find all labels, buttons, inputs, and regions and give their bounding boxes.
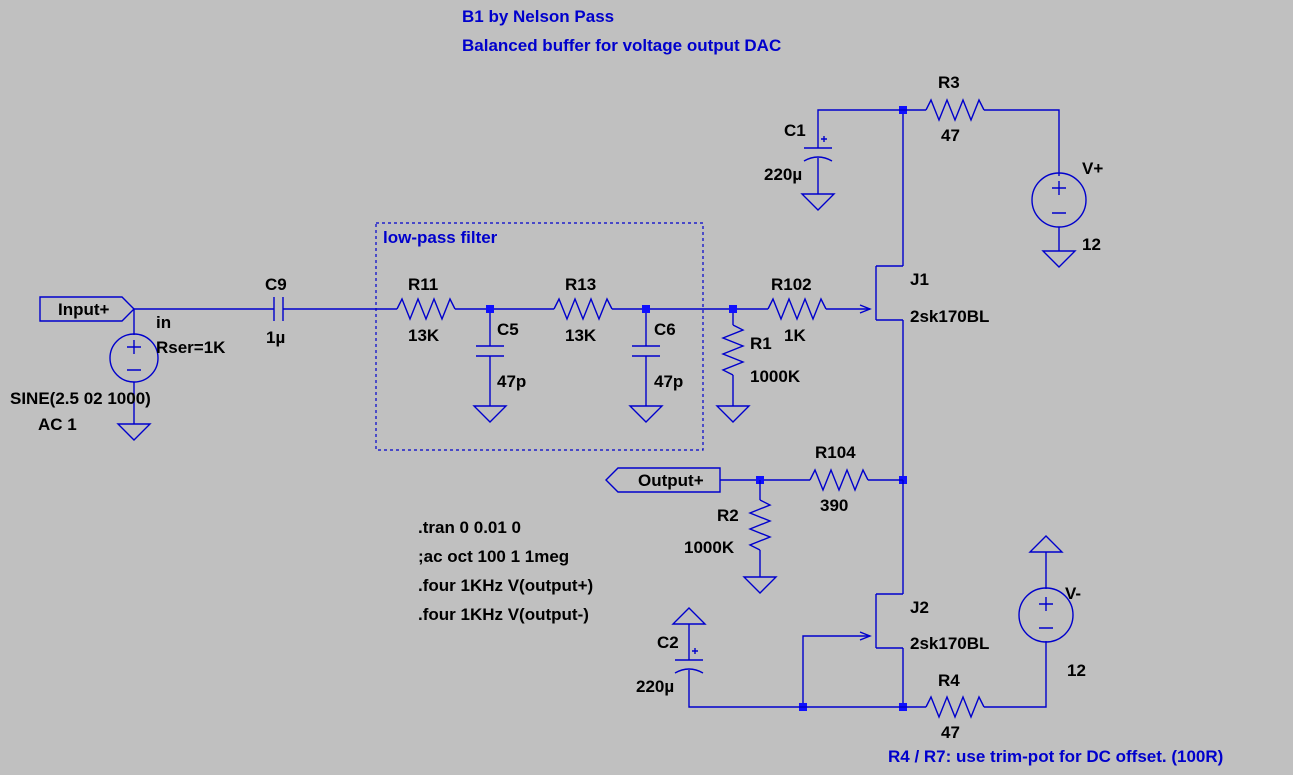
resistor-r11[interactable] — [396, 297, 456, 321]
r3-name: R3 — [938, 73, 960, 92]
node-r1 — [729, 305, 737, 313]
resistor-r2[interactable] — [742, 480, 778, 594]
jfet-j2[interactable] — [802, 593, 903, 707]
vminus-value: 12 — [1067, 661, 1086, 680]
source-spec: SINE(2.5 02 1000) — [10, 389, 151, 408]
resistor-r104[interactable] — [809, 468, 903, 492]
resistor-r3[interactable] — [903, 98, 1060, 176]
r1-value: 1000K — [750, 367, 801, 386]
j2-value: 2sk170BL — [910, 634, 989, 653]
r102-name: R102 — [771, 275, 812, 294]
resistor-r1[interactable] — [715, 309, 751, 423]
capacitor-c9[interactable] — [273, 297, 284, 321]
j2-name: J2 — [910, 598, 929, 617]
r13-value: 13K — [565, 326, 597, 345]
c1-value: 220µ — [764, 165, 802, 184]
c1-name: C1 — [784, 121, 806, 140]
voltage-source-vplus[interactable] — [1031, 172, 1087, 268]
j1-value: 2sk170BL — [910, 307, 989, 326]
resistor-r4[interactable] — [903, 641, 1047, 719]
resistor-r13[interactable] — [553, 297, 613, 321]
r11-name: R11 — [408, 275, 438, 294]
r4-name: R4 — [938, 671, 960, 690]
capacitor-c1[interactable] — [800, 109, 903, 211]
r2-name: R2 — [717, 506, 739, 525]
r104-name: R104 — [815, 443, 856, 462]
c2-value: 220µ — [636, 677, 674, 696]
output-port-label: Output+ — [638, 471, 704, 490]
r104-value: 390 — [820, 496, 848, 515]
r1-name: R1 — [750, 334, 772, 353]
voltage-source-vminus[interactable] — [1018, 535, 1074, 643]
r3-value: 47 — [941, 126, 960, 145]
vminus-name: V- — [1065, 584, 1081, 603]
r102-value: 1K — [784, 326, 806, 345]
capacitor-c2[interactable] — [671, 607, 903, 708]
spice-directives[interactable]: .tran 0 0.01 0 ;ac oct 100 1 1meg .four … — [418, 518, 593, 624]
net-label-in: in — [156, 313, 171, 332]
source-rser: Rser=1K — [156, 338, 226, 357]
vplus-name: V+ — [1082, 159, 1103, 178]
schematic-subtitle: Balanced buffer for voltage output DAC — [462, 36, 781, 55]
c2-name: C2 — [657, 633, 679, 652]
r13-name: R13 — [565, 275, 596, 294]
c6-value: 47p — [654, 372, 683, 391]
j1-name: J1 — [910, 270, 929, 289]
directive-four-minus: .four 1KHz V(output-) — [418, 605, 589, 624]
directive-ac: ;ac oct 100 1 1meg — [418, 547, 569, 566]
r2-value: 1000K — [684, 538, 735, 557]
jfet-j1[interactable] — [859, 265, 903, 321]
c9-value: 1µ — [266, 328, 285, 347]
low-pass-filter-box[interactable]: low-pass filter — [375, 222, 704, 451]
output-port[interactable]: Output+ — [605, 467, 721, 493]
r11-value: 13K — [408, 326, 440, 345]
c9-name: C9 — [265, 275, 287, 294]
input-port[interactable]: Input+ — [39, 296, 135, 322]
low-pass-filter-label: low-pass filter — [383, 228, 498, 247]
input-sine-source[interactable] — [109, 309, 159, 424]
c5-name: C5 — [497, 320, 519, 339]
directive-tran: .tran 0 0.01 0 — [418, 518, 521, 537]
vplus-value: 12 — [1082, 235, 1101, 254]
schematic-title: B1 by Nelson Pass — [462, 7, 614, 26]
capacitor-c5[interactable] — [472, 309, 508, 423]
r4-value: 47 — [941, 723, 960, 742]
trim-pot-note: R4 / R7: use trim-pot for DC offset. (10… — [888, 747, 1223, 766]
source-ac: AC 1 — [38, 415, 77, 434]
capacitor-c6[interactable] — [628, 309, 664, 423]
c5-value: 47p — [497, 372, 526, 391]
ground-symbol — [116, 423, 152, 441]
resistor-r102[interactable] — [767, 297, 827, 321]
c6-name: C6 — [654, 320, 676, 339]
directive-four-plus: .four 1KHz V(output+) — [418, 576, 593, 595]
node-c6 — [642, 305, 650, 313]
node-c5 — [486, 305, 494, 313]
input-port-label: Input+ — [58, 300, 110, 319]
